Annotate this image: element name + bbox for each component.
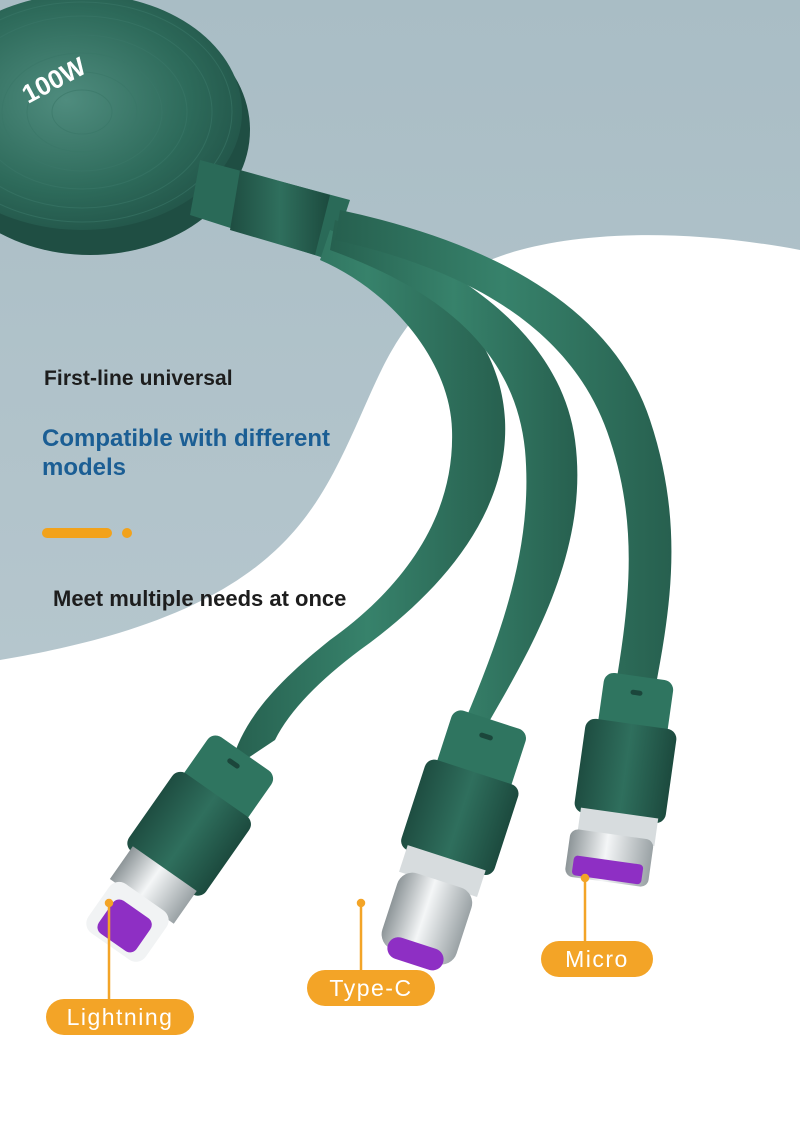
usb-c-connector-icon (381, 710, 526, 971)
lightning-connector-icon (86, 735, 274, 962)
accent-dot (122, 528, 132, 538)
accent-bar (42, 528, 112, 538)
micro-label: Micro (541, 941, 653, 977)
subheadline: Compatible with different models (42, 425, 330, 481)
cable-micro (335, 210, 672, 690)
leader-lines (104, 873, 590, 1000)
headline: First-line universal (44, 367, 233, 390)
micro-usb-connector-icon (565, 672, 677, 887)
type-c-label: Type-C (307, 970, 435, 1006)
cable-collar (190, 160, 350, 260)
lightning-label: Lightning (46, 999, 194, 1035)
tagline: Meet multiple needs at once (53, 586, 347, 611)
cable-lightning (230, 230, 506, 770)
cable-reel: 100W (0, 0, 250, 255)
cable-typec (330, 220, 578, 745)
